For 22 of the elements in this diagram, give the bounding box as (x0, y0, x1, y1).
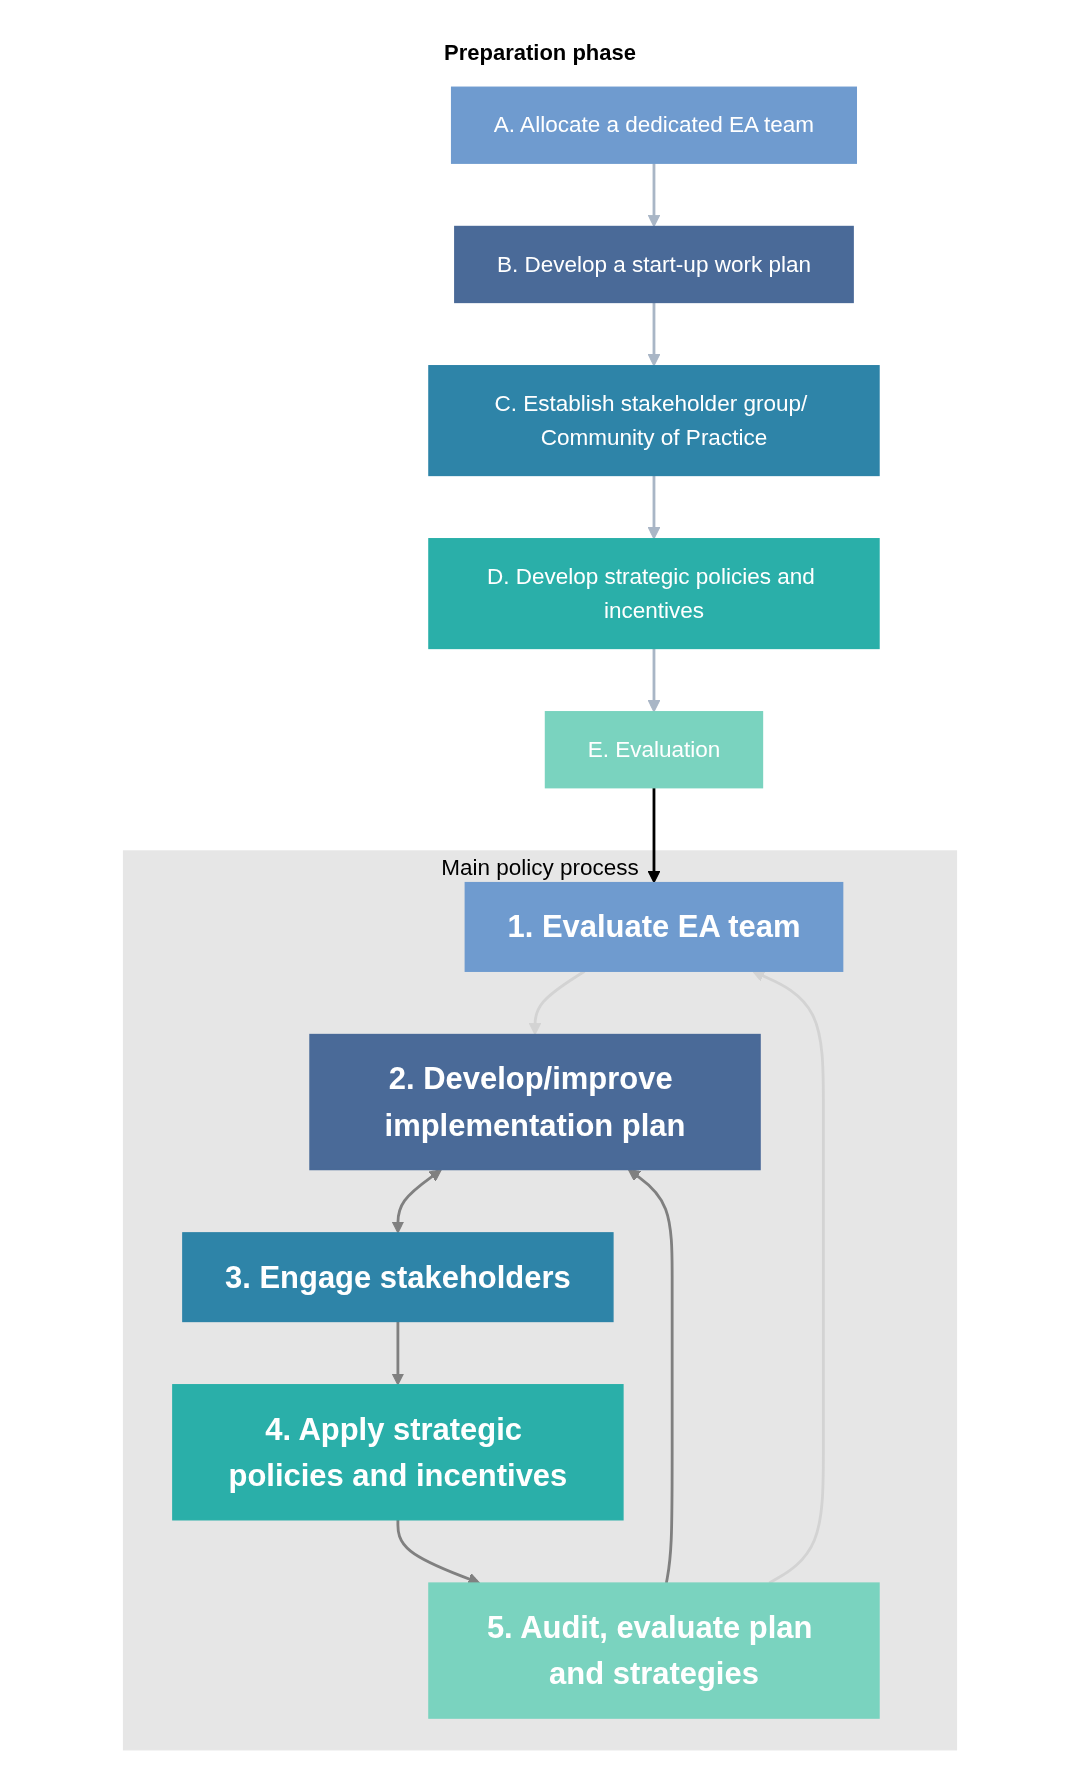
arrow (647, 787, 661, 884)
node-box: C. Establish stakeholder group/ Community of Practice (428, 365, 880, 477)
node-box: 2. Develop/improve implementation plan (309, 1033, 761, 1171)
arrow (752, 970, 825, 1585)
arrow (391, 1169, 442, 1234)
arrow (647, 302, 661, 367)
node-box: B. Develop a start-up work plan (454, 225, 854, 304)
arrow (528, 970, 586, 1036)
node-box: E. Evaluation (544, 711, 764, 789)
node-box: A. Allocate a dedicated EA team (450, 86, 857, 164)
node-box: D. Develop strategic policies and incentives (428, 538, 880, 650)
node-box: 1. Evaluate EA team (464, 881, 844, 972)
arrow (391, 1321, 405, 1386)
node-box: 3. Engage stakeholders (182, 1232, 614, 1323)
arrow (396, 1519, 481, 1585)
node-box: 5. Audit, evaluate plan and strategies (428, 1582, 880, 1719)
arrow (647, 475, 661, 540)
arrow (627, 1169, 674, 1584)
node-box: 4. Apply strategic policies and incentives (172, 1384, 624, 1521)
section-heading: Preparation phase (444, 40, 636, 66)
arrow (647, 163, 661, 228)
arrow (647, 648, 661, 713)
